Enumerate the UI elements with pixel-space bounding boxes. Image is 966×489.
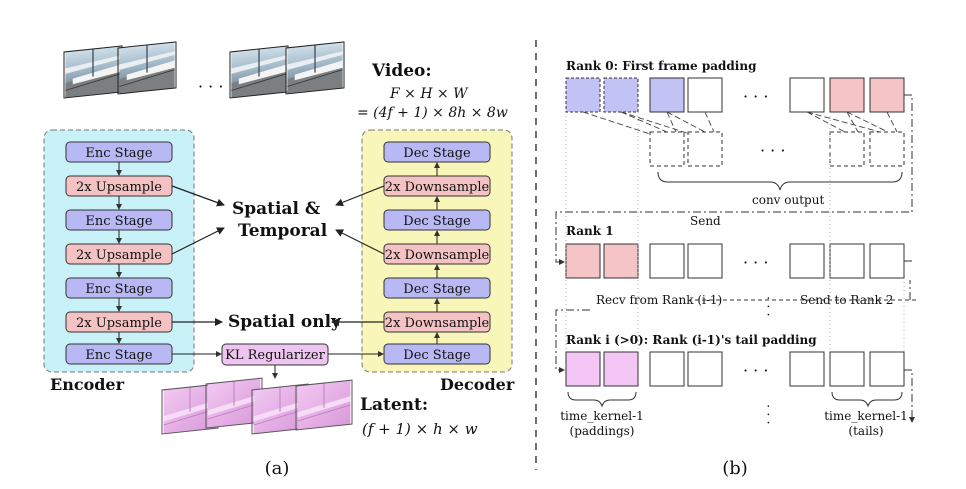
latent-dims: (f + 1) × h × w	[362, 420, 478, 438]
encoder-block-5: Enc Stage	[85, 282, 152, 297]
center-arrows	[171, 185, 385, 326]
caption-b: (b)	[722, 458, 748, 479]
send-to-label: Send to Rank 2	[800, 293, 893, 307]
vertical-ellipsis-2: · · ·	[760, 404, 775, 425]
recv-path	[555, 309, 590, 373]
conv-output-brace	[657, 171, 903, 191]
decoder-blocks: Dec Stage 2x Downsample Dec Stage 2x Dow…	[383, 141, 491, 365]
conv-ellipsis: · · ·	[760, 141, 785, 160]
decoder-block-4: 2x Downsample	[385, 248, 490, 263]
caption-a: (a)	[265, 458, 290, 479]
tails-brace-label-1: time_kernel-1	[824, 409, 908, 423]
send-label: Send	[690, 214, 721, 228]
decoder-block-1: Dec Stage	[403, 146, 471, 161]
conv-output-row	[649, 131, 905, 167]
encoder-block-2: 2x Upsample	[76, 180, 162, 195]
video-frames: · · ·	[63, 41, 345, 99]
video-dims-line1: F × H × W	[389, 86, 469, 102]
vertical-ellipsis-1: · · ·	[760, 296, 775, 317]
video-ellipsis: · · ·	[198, 77, 223, 96]
padding-brace-label-1: time_kernel-1	[560, 409, 644, 423]
rank0-ellipsis: · · ·	[743, 87, 768, 106]
decoder-block-5: Dec Stage	[403, 282, 471, 297]
spatial-temporal-label-2: Temporal	[238, 221, 328, 241]
ranki-tail-arrow	[904, 369, 915, 423]
rank0-row	[565, 77, 905, 113]
latent-frames	[161, 377, 353, 435]
ranki-ellipsis: · · ·	[743, 361, 768, 380]
conv-output-label: conv output	[752, 193, 824, 207]
decoder-block-7: Dec Stage	[403, 348, 471, 363]
decoder-block-3: Dec Stage	[403, 214, 471, 229]
kl-arrows	[172, 351, 384, 379]
ranki-row	[565, 351, 905, 387]
rank1-ellipsis: · · ·	[743, 253, 768, 272]
encoder-block-6: 2x Upsample	[76, 316, 162, 331]
encoder-block-3: Enc Stage	[85, 214, 152, 229]
column-guides	[565, 112, 905, 352]
tails-brace-label-2: (tails)	[848, 424, 883, 438]
encoder-block-1: Enc Stage	[85, 146, 152, 161]
video-title: Video:	[371, 61, 432, 81]
kl-regularizer-label: KL Regularizer	[225, 348, 325, 363]
encoder-block-4: 2x Upsample	[76, 248, 162, 263]
send-path	[555, 94, 913, 265]
encoder-block-7: Enc Stage	[85, 348, 152, 363]
tails-brace	[831, 391, 903, 408]
video-dims-line2: = (4f + 1) × 8h × 8w	[357, 105, 508, 121]
decoder-block-6: 2x Downsample	[385, 316, 490, 331]
rank1-row	[565, 243, 905, 279]
decoder-block-2: 2x Downsample	[385, 180, 490, 195]
rank0-title: Rank 0: First frame padding	[566, 59, 757, 73]
ranki-title: Rank i (>0): Rank (i-1)'s tail padding	[566, 333, 817, 347]
rank1-title: Rank 1	[566, 224, 614, 238]
panel-b: Rank 0: First frame padding · · · · · ·	[555, 59, 916, 479]
conv-connections	[582, 111, 898, 135]
padding-brace-label-2: (paddings)	[570, 424, 635, 438]
encoder-blocks: Enc Stage 2x Upsample Enc Stage 2x Upsam…	[65, 141, 173, 365]
recv-label: Recv from Rank (i-1)	[596, 293, 722, 307]
spatial-only-label: Spatial only	[228, 312, 342, 332]
spatial-temporal-label-1: Spatial &	[232, 199, 321, 219]
latent-title: Latent:	[360, 395, 428, 415]
encoder-label: Encoder	[50, 375, 125, 394]
decoder-label: Decoder	[440, 375, 515, 394]
panel-a: · · · Video: F × H × W = (4f + 1) × 8h ×…	[43, 41, 515, 479]
padding-brace	[567, 391, 637, 408]
